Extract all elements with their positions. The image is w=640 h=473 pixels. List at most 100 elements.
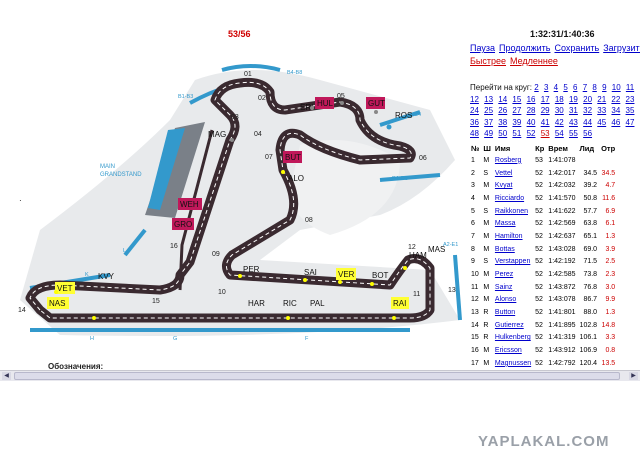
lap-link[interactable]: 23 [625, 94, 635, 104]
lap-link[interactable]: 30 [554, 106, 564, 116]
pause-link[interactable]: Пауза [470, 43, 496, 53]
lap-link[interactable]: 42 [554, 117, 564, 127]
turn-number: 07 [265, 154, 273, 161]
lap-link[interactable]: 27 [512, 106, 522, 116]
lap-link[interactable]: 8 [592, 83, 597, 92]
driver-link[interactable]: Kvyat [494, 182, 513, 190]
driver-link[interactable]: Perez [494, 271, 514, 279]
lap-link[interactable]: 32 [583, 106, 593, 116]
driver-link[interactable]: Verstappen [494, 258, 531, 266]
driver-link[interactable]: Sainz [494, 283, 513, 291]
table-cell: S [483, 258, 489, 266]
lap-link[interactable]: 22 [611, 94, 621, 104]
driver-link[interactable]: Hulkenberg [494, 334, 531, 342]
faster-link[interactable]: Быстрее [470, 56, 507, 66]
lap-link[interactable]: 6 [573, 83, 578, 92]
table-cell: 52 [535, 334, 543, 342]
lap-link[interactable]: 47 [625, 117, 635, 127]
scroll-left-icon[interactable]: ◀ [2, 372, 11, 380]
driver-link[interactable]: Raikkonen [494, 207, 528, 215]
lap-link[interactable]: 56 [583, 129, 593, 139]
lap-link[interactable]: 43 [568, 117, 578, 127]
driver-link[interactable]: Vettel [494, 169, 513, 177]
lap-link[interactable]: 40 [526, 117, 536, 127]
lap-link[interactable]: 18 [554, 94, 564, 104]
lap-link[interactable]: 13 [484, 94, 494, 104]
lap-link[interactable]: 9 [602, 83, 607, 92]
driver-link[interactable]: Gutierrez [494, 321, 524, 329]
table-cell: 52 [535, 296, 543, 304]
lap-link[interactable]: 24 [470, 106, 479, 116]
save-link[interactable]: Сохранить [554, 43, 600, 53]
lap-link[interactable]: 46 [611, 117, 621, 127]
table-cell: 3.9 [605, 245, 616, 253]
lap-link[interactable]: 20 [583, 94, 593, 104]
scrollbar-thumb[interactable] [14, 372, 620, 380]
resume-link[interactable]: Продолжить [499, 43, 551, 53]
lap-link[interactable]: 25 [484, 106, 494, 116]
driver-link[interactable]: Ericsson [494, 347, 522, 355]
lap-link[interactable]: 14 [498, 94, 508, 104]
driver-link[interactable]: Hamilton [494, 232, 523, 240]
lap-link[interactable]: 48 [470, 129, 479, 139]
lap-link[interactable]: 11 [625, 83, 635, 92]
lap-link[interactable]: 41 [540, 117, 550, 127]
lap-link[interactable]: 29 [540, 106, 550, 116]
lap-link[interactable]: 35 [625, 106, 635, 116]
lap-link[interactable]: 49 [484, 129, 494, 139]
lap-link[interactable]: 39 [512, 117, 522, 127]
lap-link[interactable]: 31 [568, 106, 578, 116]
stand-label-l: L [123, 248, 126, 254]
lap-link[interactable]: 55 [568, 129, 578, 139]
driver-link[interactable]: Button [494, 309, 516, 317]
lap-link[interactable]: 21 [597, 94, 607, 104]
lap-link[interactable]: 7 [582, 83, 588, 92]
lap-link[interactable]: 53 [540, 129, 550, 139]
lap-link[interactable]: 50 [498, 129, 508, 139]
lap-link[interactable]: 15 [512, 94, 522, 104]
driver-link[interactable]: Alonso [494, 296, 517, 304]
table-cell: 3.3 [605, 334, 616, 342]
lap-link[interactable]: 34 [611, 106, 621, 116]
lap-link[interactable]: 45 [597, 117, 607, 127]
lap-link[interactable]: 5 [563, 83, 568, 92]
turn-number: 02 [258, 95, 266, 102]
lap-link[interactable]: 2 [534, 83, 539, 92]
driver-link[interactable]: Rosberg [494, 156, 522, 164]
driver-link[interactable]: Ricciardo [494, 194, 525, 202]
driver-link[interactable]: Magnussen [494, 359, 532, 367]
lap-link[interactable]: 54 [554, 129, 564, 139]
lap-link[interactable]: 44 [583, 117, 593, 127]
table-cell: 102.8 [579, 321, 598, 329]
lap-link[interactable]: 16 [526, 94, 536, 104]
driver-label: BOT [372, 271, 389, 280]
lap-link[interactable]: 12 [470, 94, 479, 104]
lap-link[interactable]: 17 [540, 94, 550, 104]
lap-link[interactable]: 28 [526, 106, 536, 116]
lap-link[interactable]: 3 [543, 83, 549, 92]
lap-link[interactable]: 52 [526, 129, 536, 139]
lap-link[interactable]: 36 [470, 117, 479, 127]
lap-link[interactable]: 19 [568, 94, 578, 104]
horizontal-scrollbar[interactable]: ◀ ▶ [0, 370, 640, 381]
table-cell: M [483, 156, 490, 164]
lap-link[interactable]: 51 [512, 129, 522, 139]
driver-label: ALO [288, 174, 304, 183]
load-link[interactable]: Загрузить [603, 43, 640, 53]
driver-link[interactable]: Massa [494, 220, 516, 228]
driver-cell: Ricciardo [493, 192, 533, 205]
lap-link[interactable]: 38 [498, 117, 508, 127]
driver-cell: Bottas [493, 243, 533, 256]
lap-link[interactable]: 26 [498, 106, 508, 116]
lap-link[interactable]: 37 [484, 117, 494, 127]
lap-link[interactable]: 33 [597, 106, 607, 116]
driver-badge-yellow: NAS [49, 299, 65, 308]
lap-link[interactable]: 10 [611, 83, 621, 92]
lap-link[interactable]: 4 [553, 83, 559, 92]
table-cell: 52 [535, 232, 543, 240]
slower-link[interactable]: Медленнее [510, 56, 558, 66]
scroll-right-icon[interactable]: ▶ [629, 372, 638, 380]
driver-link[interactable]: Bottas [494, 245, 515, 253]
